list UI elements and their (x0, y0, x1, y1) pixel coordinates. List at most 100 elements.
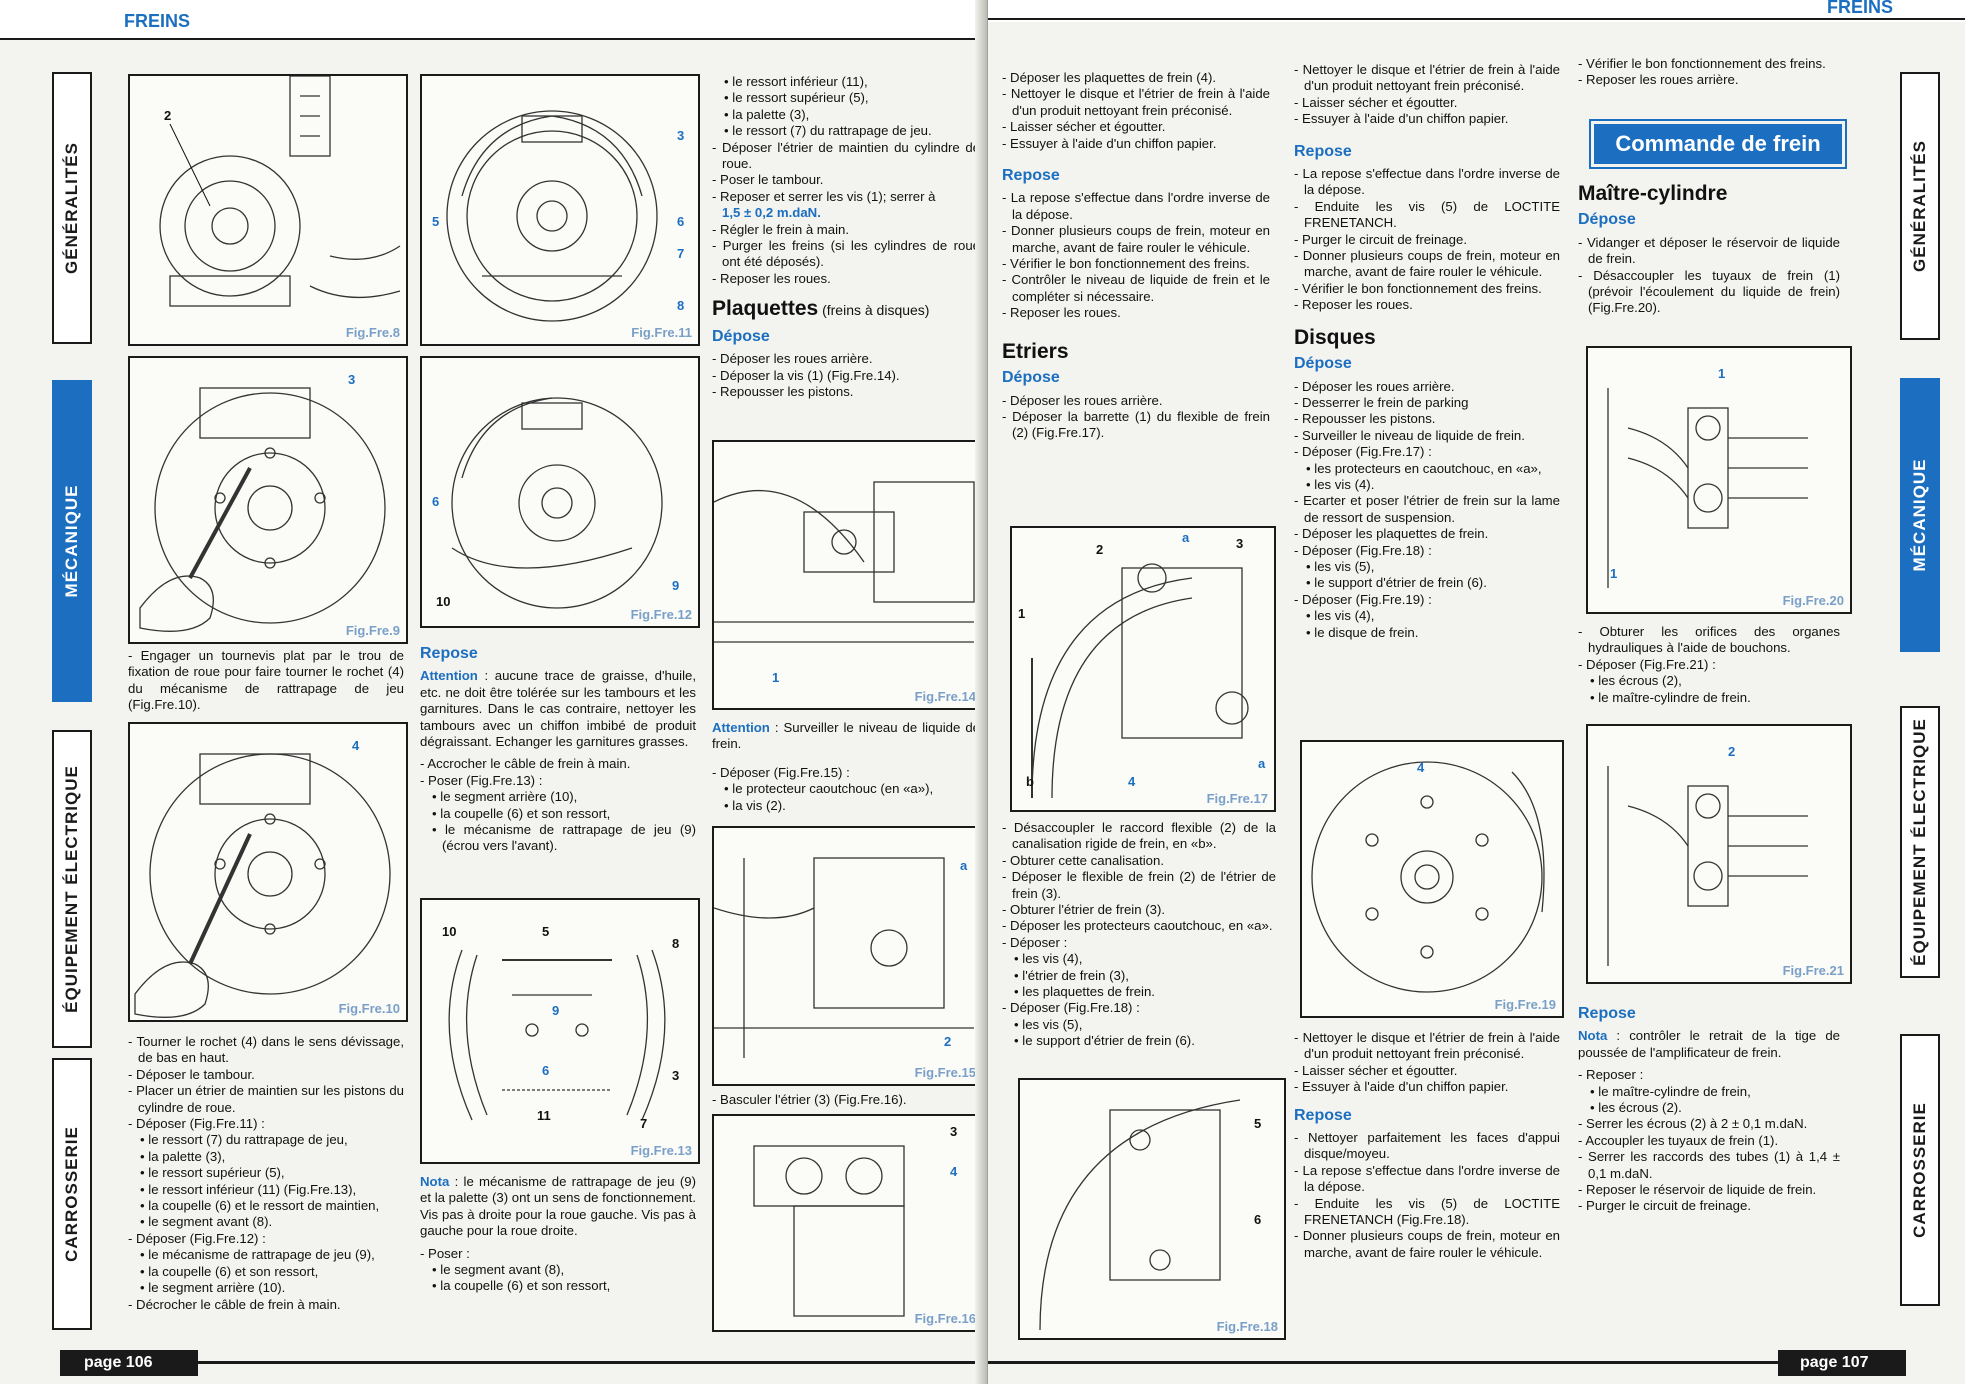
callout-8: 8 (677, 298, 684, 313)
figure-fre-10: 4 Fig.Fre.10 (128, 722, 408, 1022)
figure-label: Fig.Fre.10 (338, 1001, 400, 1016)
tab-carrosserie[interactable]: CARROSSERIE (52, 1058, 92, 1330)
left-page: FREINS GÉNÉRALITÉS MÉCANIQUE ÉQUIPEMENT … (0, 0, 985, 1384)
tilted-caliper-illustration: 3 4 (753, 1124, 958, 1317)
caliper-screw-illustration: 1 (714, 481, 975, 685)
callout-8: 8 (672, 936, 679, 951)
attention-note: Attention : aucune trace de graisse, d'h… (420, 668, 696, 750)
caliper-bracket-illustration: 5 6 (1039, 1099, 1261, 1331)
figure-fre-19: 4 Fig.Fre.19 (1300, 740, 1564, 1018)
repose-heading: Repose (1578, 1005, 1636, 1022)
callout-6: 6 (677, 214, 684, 229)
tab-equipement-electrique[interactable]: ÉQUIPEMENT ÉLECTRIQUE (52, 730, 92, 1048)
right-col2-text-b: - Nettoyer le disque et l'étrier de frei… (1294, 1030, 1560, 1260)
figure-label: Fig.Fre.14 (914, 689, 976, 704)
figure-fre-16: 3 4 Fig.Fre.16 (712, 1114, 984, 1332)
left-header-rule (0, 38, 985, 40)
commande-de-frein-banner: Commande de frein (1589, 119, 1847, 169)
callout-1: 1 (1610, 566, 1617, 581)
right-col3-text-d: Repose Nota : contrôler le retrait de la… (1578, 1005, 1840, 1214)
callout-a: a (1258, 756, 1266, 771)
callout-3: 3 (672, 1068, 679, 1083)
tab-generalites[interactable]: GÉNÉRALITÉS (1900, 72, 1940, 340)
etriers-heading: Etriers (1002, 339, 1069, 363)
figure-label: Fig.Fre.17 (1206, 791, 1268, 806)
right-col1-text: - Déposer les plaquettes de frein (4). -… (1002, 70, 1270, 441)
left-col2-repose: Repose Attention : aucune trace de grais… (420, 645, 696, 854)
figure-label: Fig.Fre.16 (914, 1311, 976, 1326)
right-col3-text-c: - Obturer les orifices des organes hydra… (1578, 624, 1840, 705)
callout-4: 4 (352, 738, 360, 753)
left-col3-text-c: - Basculer l'étrier (3) (Fig.Fre.16). (712, 1092, 907, 1107)
tab-mecanique[interactable]: MÉCANIQUE (52, 380, 92, 702)
callout-3: 3 (677, 128, 684, 143)
tab-mecanique[interactable]: MÉCANIQUE (1900, 378, 1940, 652)
figure-fre-8: 2 Fig.Fre.8 (128, 74, 408, 346)
figure-fre-15: a 2 Fig.Fre.15 (712, 826, 984, 1086)
callout-a: a (1182, 530, 1190, 545)
master-cylinder-nuts-illustration: 2 (1607, 744, 1808, 966)
callout-5: 5 (432, 214, 439, 229)
left-col1-text-a: - Engager un tournevis plat par le trou … (128, 648, 404, 713)
tab-carrosserie[interactable]: CARROSSERIE (1900, 1034, 1940, 1306)
left-footer-rule (174, 1361, 984, 1364)
callout-5: 5 (1254, 1116, 1261, 1131)
caliper-hose-illustration: 2 a 3 1 b 4 a (1018, 530, 1266, 799)
brake-disc-illustration: 4 (1311, 760, 1545, 993)
figure-fre-18: 5 6 Fig.Fre.18 (1018, 1078, 1286, 1340)
callout-10: 10 (442, 924, 456, 939)
maitre-cylindre-heading: Maître-cylindre (1578, 182, 1728, 205)
right-page-number: page 107 (1778, 1350, 1906, 1376)
callout-5: 5 (542, 924, 549, 939)
disques-heading: Disques (1294, 325, 1376, 349)
right-header-rule (988, 18, 1965, 20)
drum-brake-illustration: 2 (159, 76, 401, 307)
callout-6: 6 (1254, 1212, 1261, 1227)
right-col3-text: - Vérifier le bon fonctionnement des fre… (1578, 56, 1826, 88)
callout-4: 4 (950, 1164, 958, 1179)
depose-heading: Dépose (1002, 369, 1060, 387)
right-page: FREINS GÉNÉRALITÉS MÉCANIQUE ÉQUIPEMENT … (988, 0, 1965, 1384)
rotate-ratchet-illustration: 4 (134, 738, 391, 1018)
repose-heading: Repose (420, 645, 478, 662)
callout-7: 7 (640, 1116, 647, 1131)
left-section-title: FREINS (124, 11, 191, 31)
figure-fre-20: 1 1 Fig.Fre.20 (1586, 346, 1852, 614)
figure-fre-21: 2 Fig.Fre.21 (1586, 724, 1852, 984)
left-col3-text: • le ressort inférieur (11), • le ressor… (712, 74, 980, 399)
callout-4: 4 (1128, 774, 1136, 789)
figure-label: Fig.Fre.13 (630, 1143, 692, 1158)
left-col1-list: - Tourner le rochet (4) dans le sens dév… (128, 1034, 404, 1312)
right-section-title: FREINS (1826, 0, 1893, 17)
right-footer-rule (988, 1361, 1778, 1364)
callout-6: 6 (542, 1063, 549, 1078)
repose-heading: Repose (1294, 142, 1352, 160)
figure-label: Fig.Fre.9 (345, 623, 400, 638)
figure-fre-11: 3 5 6 7 8 Fig.Fre.11 (420, 74, 700, 346)
callout-10: 10 (436, 594, 450, 609)
callout-3: 3 (1236, 536, 1243, 551)
figure-fre-17: 2 a 3 1 b 4 a Fig.Fre.17 (1010, 526, 1276, 812)
caliper-protector-illustration: a 2 (714, 857, 974, 1058)
figure-label: Fig.Fre.19 (1494, 997, 1556, 1012)
figure-label: Fig.Fre.15 (914, 1065, 976, 1080)
figure-label: Fig.Fre.20 (1782, 593, 1844, 608)
figure-fre-9: 3 Fig.Fre.9 (128, 356, 408, 644)
callout-1: 1 (772, 670, 779, 685)
callout-4: 4 (1417, 760, 1425, 775)
depose-heading: Dépose (1294, 355, 1352, 373)
left-header (0, 0, 985, 38)
callout-3: 3 (348, 372, 355, 387)
callout-2: 2 (1728, 744, 1735, 759)
repose-heading: Repose (1002, 167, 1060, 185)
master-cylinder-pipes-illustration: 1 1 (1607, 366, 1808, 588)
tab-generalites[interactable]: GÉNÉRALITÉS (52, 72, 92, 344)
repose-heading: Repose (1294, 1106, 1352, 1124)
callout-7: 7 (677, 246, 684, 261)
right-col1-text-b: - Désaccoupler le raccord flexible (2) d… (1002, 820, 1276, 1049)
plaquettes-heading: Plaquettes (freins à disques) (712, 297, 930, 321)
tab-equipement-electrique[interactable]: ÉQUIPEMENT ÉLECTRIQUE (1900, 706, 1940, 978)
right-header (988, 0, 1965, 22)
callout-1: 1 (1718, 366, 1725, 381)
